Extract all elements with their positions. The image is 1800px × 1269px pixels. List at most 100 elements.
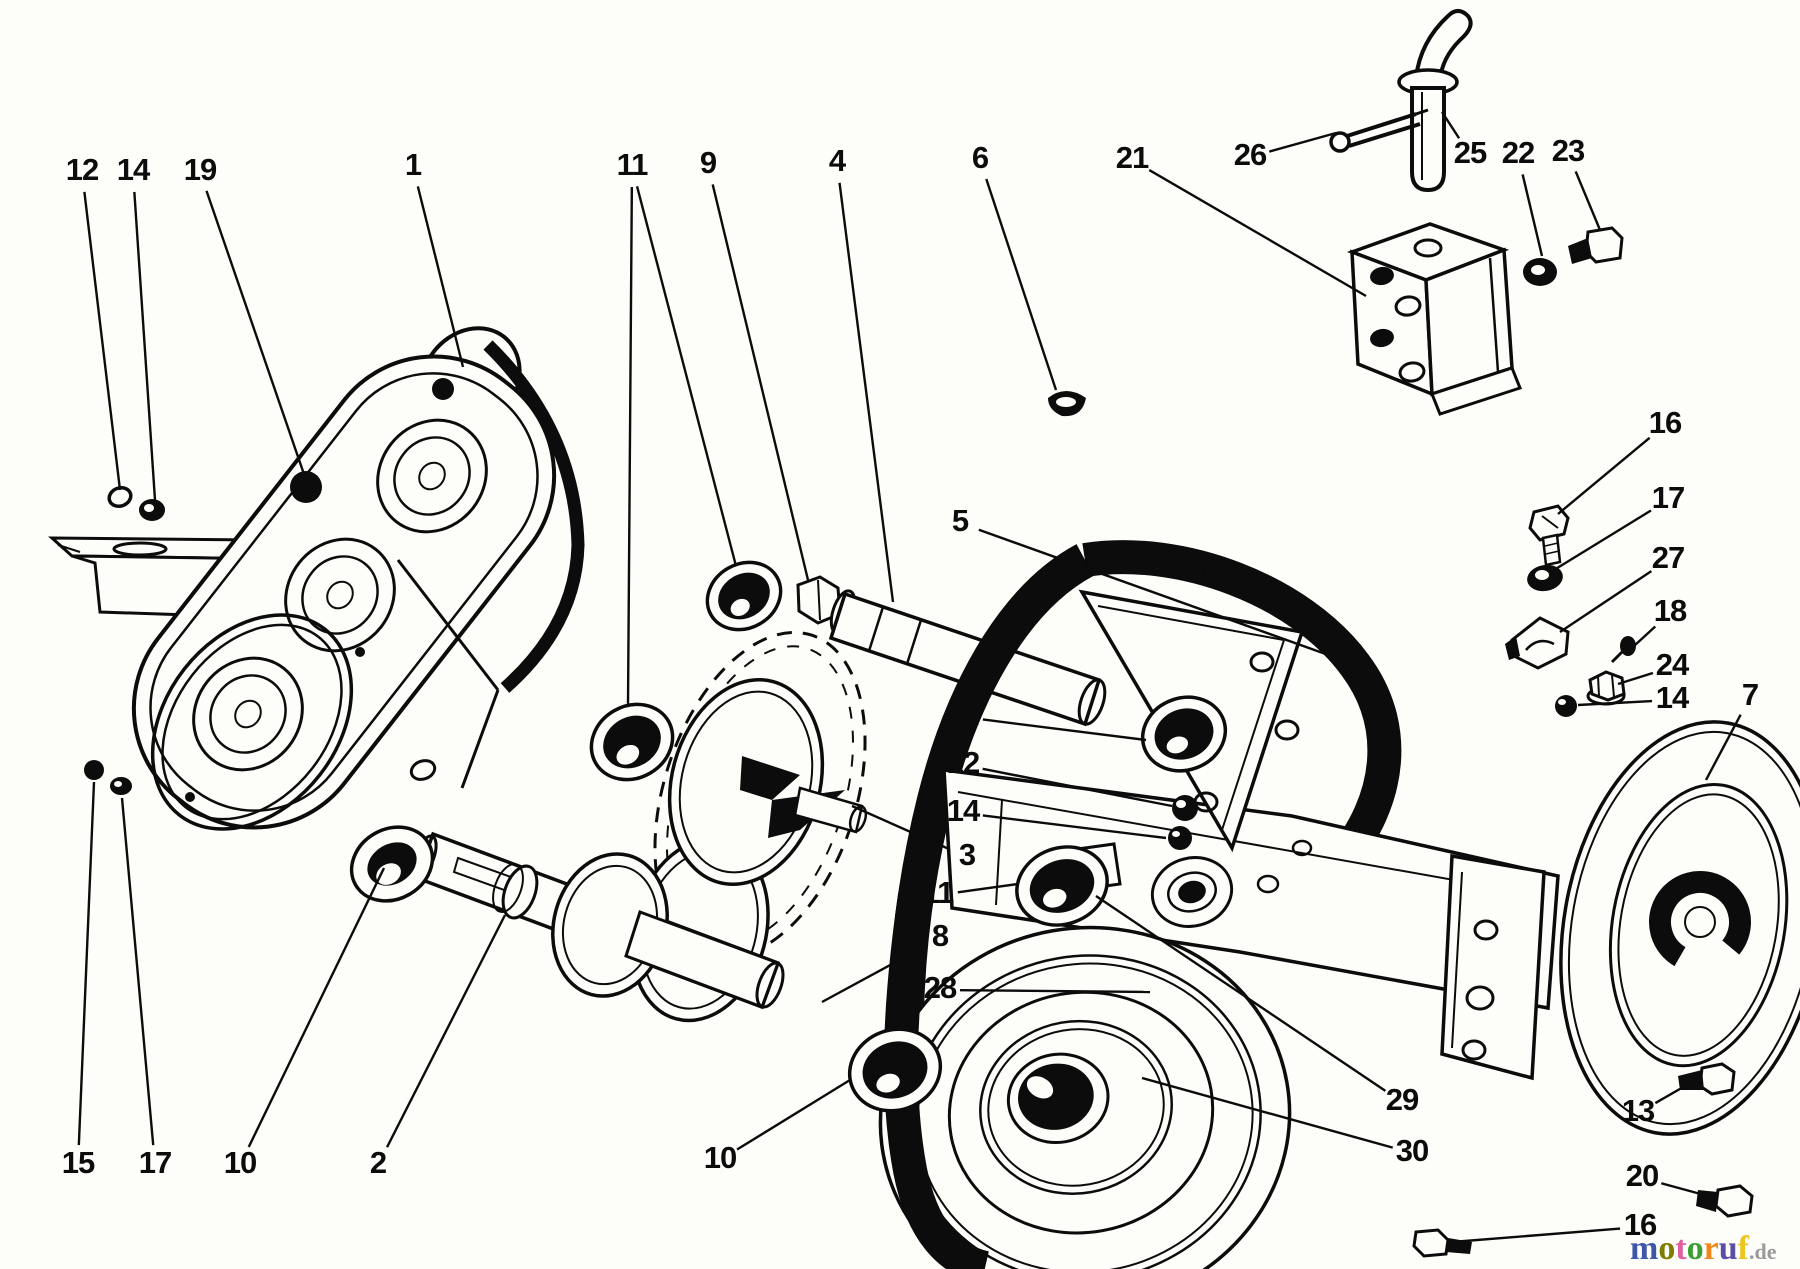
washer-17-right — [1527, 564, 1563, 592]
leader-line-14 — [133, 191, 157, 501]
part-callout-23-12: 23 — [1552, 133, 1585, 168]
cover-ear-hole — [432, 378, 454, 400]
leader-line-25 — [1440, 111, 1461, 139]
leader-line-22 — [1521, 174, 1544, 257]
part-callout-4-6: 4 — [829, 143, 847, 178]
belt-front-run — [883, 892, 990, 1269]
leader-line-21 — [1148, 169, 1367, 298]
motoruf-watermark: motoruf.de — [1630, 1230, 1777, 1267]
leader-line-11 — [957, 882, 1019, 894]
part-callout-28-27: 28 — [924, 970, 957, 1005]
cover-belt-band — [483, 340, 585, 693]
part-callout-10-35: 10 — [224, 1145, 256, 1180]
part-callout-10-37: 10 — [704, 1140, 736, 1175]
chain-loop — [150, 613, 354, 831]
tine-shaft-2 — [412, 831, 785, 1010]
housing-end-bracket — [1440, 853, 1546, 1081]
leader-line-1 — [416, 186, 465, 368]
cover-boss-top — [376, 418, 488, 534]
bearing-11-left — [589, 702, 675, 782]
leader-line-26 — [1268, 131, 1337, 153]
part-callout-6-7: 6 — [972, 140, 989, 175]
part-callout-11-25: 11 — [923, 875, 955, 910]
ball-part-14 — [1168, 826, 1192, 850]
leader-line-30 — [1141, 1076, 1394, 1149]
bolt-20 — [1696, 1184, 1754, 1218]
screw-18 — [1610, 636, 1636, 664]
beam-bearing-boss — [1150, 856, 1234, 928]
sprocket-cluster — [630, 630, 868, 1023]
leader-line-8 — [821, 946, 923, 1004]
lower-pulley-30 — [878, 925, 1292, 1269]
part-callout-16-13: 16 — [1649, 405, 1682, 440]
part-callout-12-0: 12 — [66, 152, 98, 187]
part-callout-5-20: 5 — [952, 503, 969, 538]
bearing-9-upper — [705, 560, 783, 632]
bushing-10-left — [349, 825, 435, 903]
leader-line-5 — [978, 528, 1349, 664]
part-callout-1-3: 1 — [405, 147, 422, 182]
part-callout-14-23: 14 — [947, 793, 981, 828]
chain-case-cover — [131, 326, 585, 831]
axle-bolt-4 — [796, 575, 1107, 727]
cover-fasteners — [84, 471, 322, 795]
part-callout-17-34: 17 — [139, 1145, 171, 1180]
leader-line-27 — [1559, 570, 1653, 633]
part-callout-8-26: 8 — [932, 918, 949, 953]
leader-line-18 — [1633, 625, 1657, 647]
ball-part-15 — [84, 760, 104, 780]
ball-14-right — [1555, 695, 1577, 717]
part-callout-11-4: 11 — [617, 147, 649, 182]
part-callout-9-5: 9 — [700, 145, 717, 180]
part-callout-18-16: 18 — [1654, 593, 1687, 628]
part-callout-22-11: 22 — [1502, 135, 1534, 170]
hitch-bracket-21 — [1346, 222, 1522, 416]
part-callout-7-19: 7 — [1742, 677, 1758, 712]
leader-line-4 — [838, 182, 895, 603]
sprocket-hub-gear — [740, 756, 868, 838]
part-callout-17-14: 17 — [1652, 480, 1684, 515]
leader-line-7 — [1704, 714, 1742, 781]
hitch-pin-25 — [1397, 9, 1473, 193]
cotter-pin-26 — [1329, 108, 1429, 153]
bearing-10-center — [847, 1027, 943, 1113]
cover-boss-middle — [284, 537, 396, 653]
bolt-16-upper — [1528, 504, 1570, 567]
leader-line-11 — [982, 718, 1147, 742]
part-callout-16-32: 16 — [1624, 1207, 1657, 1242]
pulley-7-hub-crescent — [1649, 871, 1751, 973]
part-callout-20-31: 20 — [1626, 1158, 1658, 1193]
leader-line-24 — [1617, 671, 1654, 686]
part-callout-25-10: 25 — [1454, 135, 1487, 170]
leader-line-23 — [1574, 171, 1602, 231]
leader-line-10 — [736, 1078, 851, 1151]
leader-line-19 — [205, 190, 308, 481]
leader-line-14 — [1577, 699, 1653, 707]
leader-line-11 — [635, 186, 738, 567]
part-callout-14-18: 14 — [1656, 680, 1690, 715]
part-callout-2-36: 2 — [370, 1145, 386, 1180]
plug-part-19 — [290, 471, 322, 503]
leader-line-20 — [1660, 1182, 1709, 1198]
part-callout-13-30: 13 — [1622, 1093, 1655, 1128]
part-callout-21-8: 21 — [1116, 140, 1149, 175]
bearing-11-right — [1140, 695, 1228, 773]
part-callout-14-1: 14 — [117, 152, 151, 187]
part-callout-19-2: 19 — [184, 152, 217, 187]
leader-line-15 — [77, 781, 96, 1146]
ball-part-17 — [110, 777, 132, 795]
leader-line-2 — [385, 914, 507, 1148]
part-callout-15-33: 15 — [62, 1145, 95, 1180]
part-callout-27-15: 27 — [1652, 540, 1684, 575]
part-callout-26-9: 26 — [1234, 137, 1267, 172]
cover-boss-bottom — [192, 656, 304, 772]
leader-line-6 — [985, 178, 1058, 391]
part-callout-30-29: 30 — [1396, 1133, 1428, 1168]
leader-line-9 — [711, 184, 810, 581]
ball-part-12 — [1172, 795, 1198, 821]
leader-line-14 — [982, 814, 1167, 840]
leader-line-29 — [1095, 895, 1387, 1092]
leader-line-17 — [120, 797, 155, 1146]
